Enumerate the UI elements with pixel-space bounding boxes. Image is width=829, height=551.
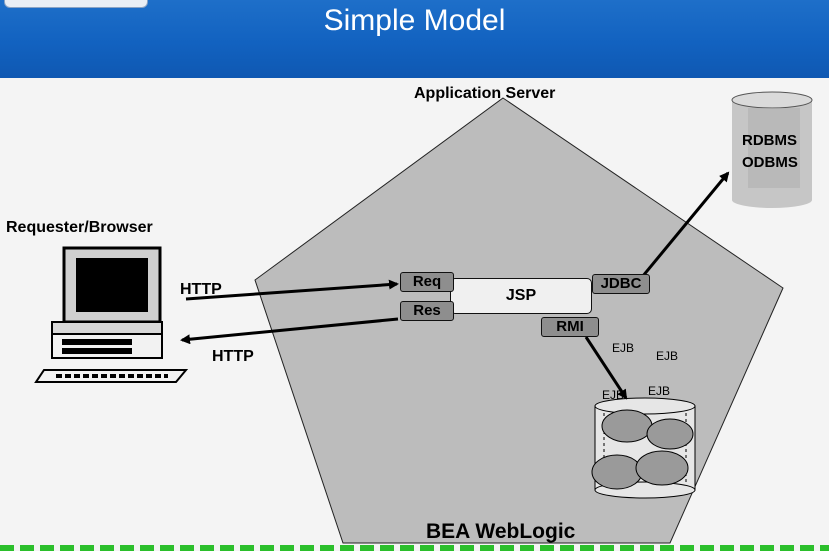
jsp-box: JSP <box>450 278 592 314</box>
ejb-oval-1 <box>601 409 653 443</box>
jdbc-arrow <box>631 171 730 289</box>
weblogic-label: BEA WebLogic <box>426 520 576 543</box>
header-bar: Simple Model <box>0 0 829 78</box>
computer-icon <box>34 246 189 383</box>
app-server-pentagon <box>254 97 784 544</box>
header-tab <box>4 0 148 8</box>
footer-strip <box>0 545 829 551</box>
req-tag: Req <box>400 272 454 292</box>
http-request-arrow <box>185 279 399 301</box>
res-tag: Res <box>400 301 454 321</box>
diagram-canvas <box>34 91 813 544</box>
ejb-oval-2 <box>646 418 694 450</box>
jdbc-tag: JDBC <box>592 274 650 294</box>
ejb-label-4: EJB <box>648 384 671 398</box>
http-request-label: HTTP <box>180 281 222 298</box>
ejb-label-2: EJB <box>656 349 679 363</box>
database-cylinder <box>731 91 813 208</box>
app-server-label: Application Server <box>414 85 556 102</box>
ejb-label-3: EJB <box>602 388 625 402</box>
ejb-container <box>591 397 696 499</box>
ejb-oval-4 <box>635 450 689 486</box>
rmi-tag: RMI <box>541 317 599 337</box>
ejb-oval-3 <box>591 454 643 490</box>
odbms-label: ODBMS <box>742 154 798 171</box>
http-response-arrow <box>180 317 399 345</box>
ejb-label-1: EJB <box>612 341 635 355</box>
rmi-arrow <box>584 336 628 400</box>
page-title: Simple Model <box>323 4 506 37</box>
http-response-label: HTTP <box>212 348 254 365</box>
rdbms-label: RDBMS <box>742 132 797 149</box>
requester-label: Requester/Browser <box>6 219 153 236</box>
diagram-area: Application Server Requester/Browser HTT… <box>0 78 829 551</box>
